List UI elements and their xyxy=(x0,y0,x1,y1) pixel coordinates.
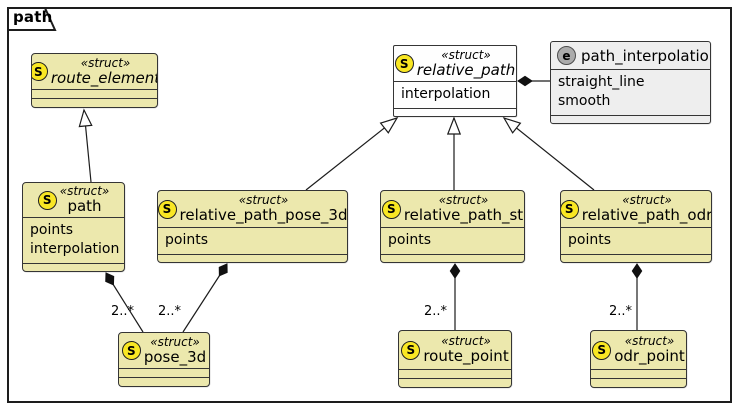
spot-s-icon: S xyxy=(381,199,401,219)
fields-compartment: points xyxy=(381,227,524,254)
methods-compartment-empty xyxy=(394,108,516,116)
attribute: points xyxy=(30,222,73,238)
stereotype-label: «struct» xyxy=(59,184,110,199)
attribute: points xyxy=(388,232,431,248)
class-name: path xyxy=(67,197,102,216)
multiplicity-label-relative_path_st-route_point: 2..* xyxy=(424,304,448,319)
stereotype-label: «struct» xyxy=(238,193,289,208)
class-odr_point: S «struct» odr_point xyxy=(590,330,687,388)
class-relative_path_odr: S «struct» relative_path_odr points xyxy=(560,190,712,263)
class-name: relative_path_odr xyxy=(581,206,712,225)
class-relative_path_odr-header: S «struct» relative_path_odr xyxy=(561,191,711,227)
class-relative_path_pose_3d-header: S «struct» relative_path_pose_3d xyxy=(158,191,347,227)
methods-compartment-empty xyxy=(23,263,124,271)
edge-comp-relative_path_pose_3d-pose_3d xyxy=(182,263,228,333)
frame-border xyxy=(7,7,732,403)
class-relative_path_st: S «struct» relative_path_st points xyxy=(380,190,525,263)
spot-s-icon: S xyxy=(158,199,177,219)
fields-compartment: interpolation xyxy=(394,81,516,108)
class-pose_3d: S «struct» pose_3d xyxy=(118,332,210,387)
enum-name: path_interpolation xyxy=(581,46,711,65)
class-name: relative_path_st xyxy=(403,206,524,225)
fields-compartment: points interpolation xyxy=(23,217,124,263)
edge-inherit-relative_path_odr-to-relative_path xyxy=(504,118,595,191)
class-path-header: S «struct» path xyxy=(23,183,124,217)
enum-value: straight_line xyxy=(558,74,645,90)
fields-compartment-empty xyxy=(32,89,157,98)
class-name: relative_path_pose_3d xyxy=(179,206,348,225)
class-route_element: S «struct» route_element xyxy=(31,53,158,108)
edge-inherit-path-to-route_element xyxy=(84,110,91,183)
edge-inherit-relative_path_pose_3d-to-relative_path xyxy=(305,118,397,191)
class-name: pose_3d xyxy=(143,347,207,366)
class-name: relative_path xyxy=(416,60,516,79)
methods-compartment-empty xyxy=(381,254,524,262)
frame-tab xyxy=(7,7,57,31)
class-name: odr_point xyxy=(614,347,685,366)
multiplicity-label-path-pose_3d: 2..* xyxy=(111,304,135,319)
attribute: interpolation xyxy=(401,86,491,102)
enum-value: smooth xyxy=(558,93,611,109)
class-odr_point-header: S «struct» odr_point xyxy=(591,331,686,369)
frame-title: path xyxy=(13,8,53,26)
spot-s-icon: S xyxy=(32,62,48,81)
fields-compartment-empty xyxy=(119,368,209,377)
methods-compartment-empty xyxy=(119,377,209,386)
methods-compartment-empty xyxy=(591,378,686,387)
spot-s-icon: S xyxy=(592,340,612,360)
fields-compartment: points xyxy=(158,227,347,254)
class-relative_path-header: S «struct» relative_path xyxy=(394,46,516,81)
class-route_element-header: S «struct» route_element xyxy=(32,54,157,89)
spot-s-icon: S xyxy=(37,190,57,210)
methods-compartment-empty xyxy=(399,378,511,387)
fields-compartment: points xyxy=(561,227,711,254)
class-relative_path_st-header: S «struct» relative_path_st xyxy=(381,191,524,227)
attribute: points xyxy=(568,232,611,248)
spot-s-icon: S xyxy=(561,199,579,219)
class-relative_path_pose_3d: S «struct» relative_path_pose_3d points xyxy=(157,190,348,263)
stereotype-label: «struct» xyxy=(80,55,131,70)
class-relative_path: S «struct» relative_path interpolation xyxy=(393,45,517,117)
methods-compartment-empty xyxy=(32,98,157,107)
multiplicity-label-relative_path_odr-odr_point: 2..* xyxy=(609,304,633,319)
stereotype-label: «struct» xyxy=(438,193,489,208)
attribute: interpolation xyxy=(30,241,120,257)
spot-s-icon: S xyxy=(394,54,414,73)
fields-compartment-empty xyxy=(591,369,686,378)
spot-s-icon: S xyxy=(401,340,421,360)
class-pose_3d-header: S «struct» pose_3d xyxy=(119,333,209,368)
multiplicity-label-relative_path_pose_3d-pose_3d: 2..* xyxy=(158,304,182,319)
spot-e-icon: e xyxy=(557,46,576,65)
methods-compartment-empty xyxy=(561,254,711,262)
stereotype-label: «struct» xyxy=(624,334,675,349)
stereotype-label: «struct» xyxy=(150,334,200,349)
fields-compartment-empty xyxy=(399,369,511,378)
attribute: points xyxy=(165,232,208,248)
methods-compartment-empty xyxy=(551,115,710,123)
methods-compartment-empty xyxy=(158,254,347,262)
enum-path_interpolation-header: e path_interpolation xyxy=(551,42,710,69)
class-name: route_element xyxy=(50,68,158,87)
class-route_point-header: S «struct» route_point xyxy=(399,331,511,369)
spot-s-icon: S xyxy=(121,341,141,360)
enum-path_interpolation: e path_interpolation straight_line smoot… xyxy=(550,41,711,124)
stereotype-label: «struct» xyxy=(622,193,672,208)
class-path: S «struct» path points interpolation xyxy=(22,182,125,272)
stereotype-label: «struct» xyxy=(441,47,491,62)
class-route_point: S «struct» route_point xyxy=(398,330,512,388)
stereotype-label: «struct» xyxy=(441,334,491,349)
class-name: route_point xyxy=(423,347,509,366)
enum-values-compartment: straight_line smooth xyxy=(551,69,710,115)
edge-comp-path-pose_3d xyxy=(105,272,144,333)
